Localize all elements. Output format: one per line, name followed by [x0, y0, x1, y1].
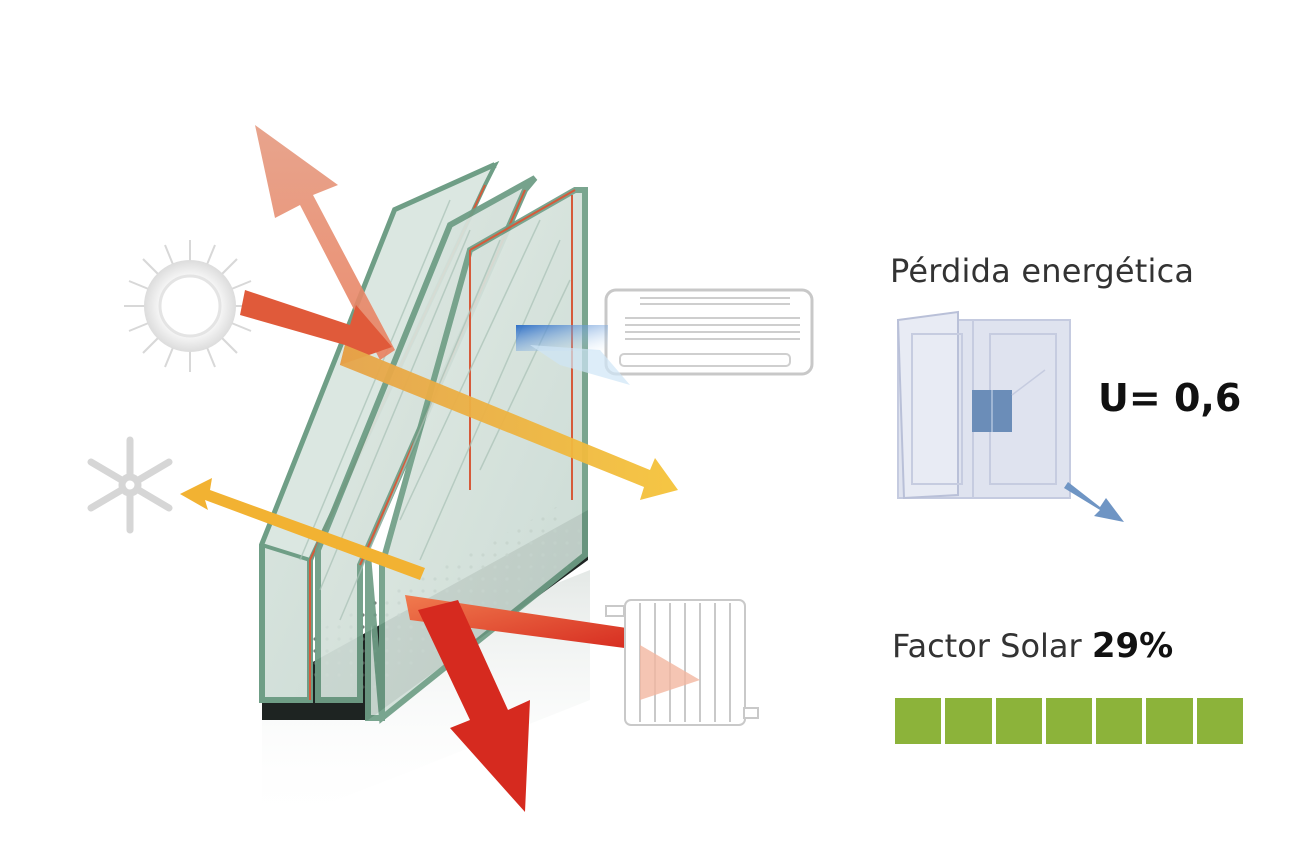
u-label: U=: [1098, 376, 1161, 420]
u-number: 0,6: [1173, 376, 1242, 420]
sun-icon: [124, 240, 256, 372]
cold-light-arrow: [180, 478, 425, 580]
solar-factor-label: Factor Solar 29%: [892, 626, 1173, 666]
energy-loss-title: Pérdida energética: [890, 252, 1195, 290]
solar-heat-arrow: [240, 290, 392, 365]
heat-loss-down-arrow: [418, 600, 530, 812]
light-transmission-arrow: [340, 345, 678, 500]
solar-bar-segment: [1096, 698, 1143, 744]
solar-bar-segment: [1196, 698, 1243, 744]
radiator-icon: [605, 599, 759, 726]
solar-bar-segment: [895, 698, 942, 744]
solar-bar-segment: [1045, 698, 1093, 744]
u-value: U= 0,6: [1098, 376, 1241, 420]
snowflake-icon: [87, 436, 173, 534]
radiator-heat-arrow: [405, 595, 640, 650]
reflected-heat-arrow: [255, 125, 395, 360]
solar-bar-segment: [1146, 698, 1193, 744]
heat-loss-arrow-small: [1064, 482, 1124, 522]
solar-bar-segment: [945, 698, 992, 744]
pane-reflection: [262, 570, 590, 830]
solar-factor-value: 29%: [1091, 626, 1174, 666]
solar-bar-segment: [995, 698, 1042, 744]
window-icon: [896, 310, 1071, 500]
solar-factor-text: Factor Solar: [892, 627, 1082, 665]
air-conditioner-icon: [516, 288, 814, 385]
solar-factor-bar: [895, 698, 1243, 744]
